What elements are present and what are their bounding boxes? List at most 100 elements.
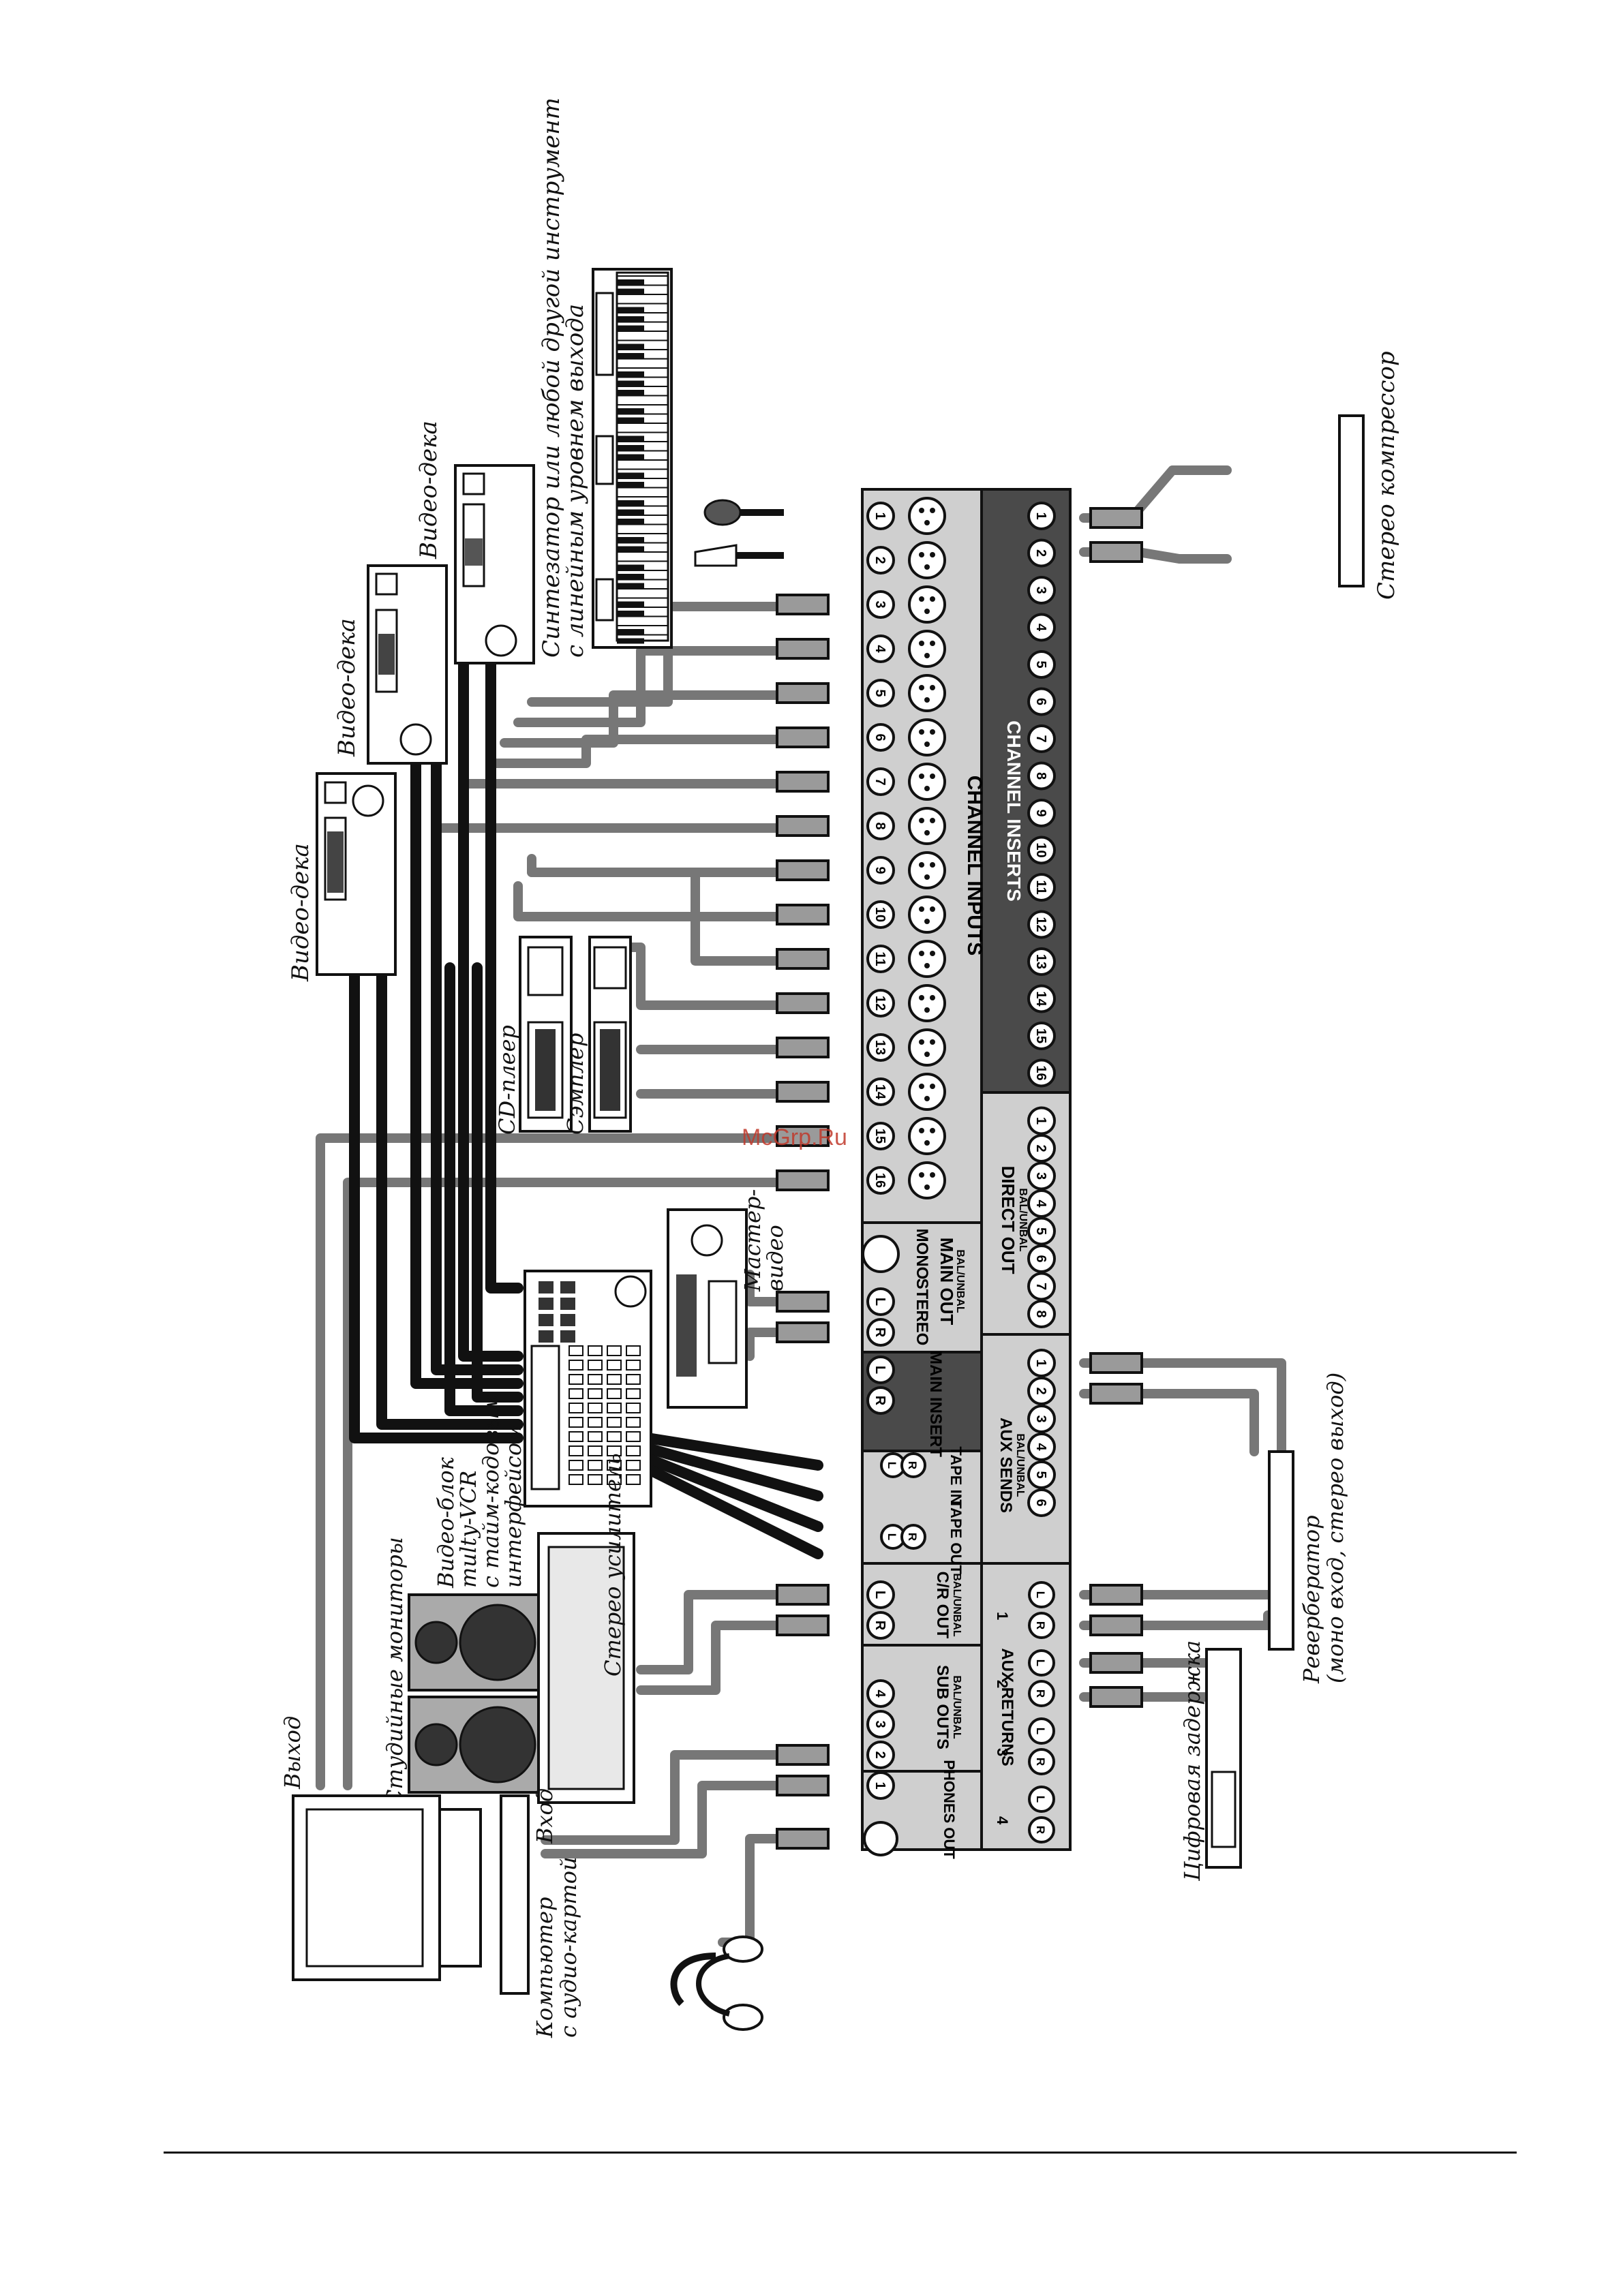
- master-video-label-1: Мастер-: [740, 1189, 765, 1292]
- video-deck-2: [367, 564, 448, 765]
- bottom-rule: [164, 2152, 1517, 2154]
- cr-out-r: R: [866, 1611, 895, 1640]
- plug-out-6: [776, 1828, 830, 1850]
- video-block-label-2: multy-VCR: [455, 1471, 481, 1588]
- label-main-out: MAIN OUT: [937, 1238, 957, 1326]
- channel-input-number-12: 12: [866, 989, 895, 1017]
- reverb-label-1: Ревербератор: [1299, 1515, 1324, 1684]
- svg-text:2: 2: [1033, 1387, 1048, 1394]
- svg-text:L: L: [1034, 1659, 1047, 1666]
- plug-ch-9: [776, 859, 830, 881]
- watermark: McGrp.Ru: [742, 1124, 847, 1150]
- svg-text:L: L: [1034, 1728, 1047, 1734]
- channel-insert-1: 1: [1027, 502, 1056, 530]
- sub-out-3: 3: [866, 1710, 895, 1739]
- label-sub-outs: SUB OUTS: [933, 1665, 952, 1749]
- stereo-amplifier: [537, 1532, 635, 1804]
- svg-text:L: L: [1034, 1796, 1047, 1803]
- plug-ch-7: [776, 771, 830, 793]
- svg-text:3: 3: [1033, 1415, 1048, 1422]
- cables: [316, 465, 1286, 1947]
- channel-input-number-1: 1: [866, 502, 895, 530]
- cd-player-label: CD-плеер: [494, 1025, 520, 1135]
- label-direct-out-sub: BAL/UNBAL: [1017, 1188, 1029, 1252]
- svg-text:13: 13: [873, 1040, 888, 1055]
- channel-insert-8: 8: [1027, 761, 1056, 791]
- svg-text:5: 5: [1033, 660, 1048, 668]
- label-stereo: STEREO: [913, 1279, 931, 1346]
- channel-input-xlr-16: [908, 1161, 946, 1199]
- digital-delay: [1205, 1648, 1242, 1869]
- plug-ch-10: [776, 904, 830, 925]
- computer-output-label: Выход: [279, 1716, 305, 1790]
- direct-out-6: 6: [1027, 1244, 1056, 1273]
- channel-insert-7: 7: [1027, 724, 1056, 753]
- channel-insert-14: 14: [1027, 984, 1056, 1013]
- svg-text:10: 10: [1033, 842, 1048, 857]
- svg-text:R: R: [1034, 1689, 1047, 1698]
- svg-text:R: R: [1034, 1621, 1047, 1629]
- channel-input-xlr-11: [908, 940, 946, 978]
- aux-return-1-l: L: [1028, 1581, 1055, 1608]
- video-deck-label-3: Видео-дека: [287, 843, 314, 982]
- svg-text:4: 4: [873, 1689, 888, 1698]
- channel-input-xlr-9: [908, 851, 946, 889]
- svg-text:8: 8: [1033, 772, 1048, 780]
- label-main-insert: MAIN INSERT: [926, 1351, 945, 1457]
- aux-send-1: 1: [1027, 1349, 1056, 1377]
- channel-input-xlr-12: [908, 984, 946, 1022]
- label-main-out-sub: BAL/UNBAL: [954, 1249, 966, 1313]
- tape-in-r: R: [900, 1452, 926, 1478]
- svg-text:1: 1: [1033, 512, 1048, 519]
- channel-input-xlr-1: [908, 497, 946, 535]
- label-cr-out-sub: BAL/UNBAL: [951, 1573, 962, 1637]
- channel-input-number-9: 9: [866, 856, 895, 885]
- cd-player: [519, 936, 573, 1133]
- svg-text:R: R: [1034, 1758, 1047, 1766]
- channel-inserts-panel: [980, 488, 1072, 1094]
- synth-label-line2: с линейным уровнем выхода: [562, 304, 589, 658]
- stereo-amp-label: Стерео усилитель: [600, 1453, 626, 1677]
- plug-ch-5: [776, 682, 830, 704]
- plug-ch-13: [776, 1037, 830, 1058]
- channel-insert-5: 5: [1027, 650, 1056, 679]
- aux-return-2-l: L: [1028, 1649, 1055, 1677]
- svg-text:2: 2: [1033, 1144, 1048, 1152]
- svg-text:2: 2: [873, 1751, 888, 1758]
- plug-out-5: [776, 1775, 830, 1796]
- aux-return-2-r: R: [1028, 1680, 1055, 1707]
- svg-text:3: 3: [1033, 1172, 1048, 1180]
- svg-text:L: L: [873, 1298, 888, 1306]
- plug-ch-4: [776, 638, 830, 660]
- channel-insert-6: 6: [1027, 687, 1056, 716]
- svg-text:L: L: [885, 1462, 898, 1469]
- video-deck-label-2: Видео-дека: [333, 618, 361, 757]
- channel-input-number-7: 7: [866, 767, 895, 796]
- channel-input-number-4: 4: [866, 634, 895, 663]
- svg-text:6: 6: [1033, 1499, 1048, 1506]
- svg-text:11: 11: [1033, 880, 1048, 894]
- sampler-label: Сэмплер: [562, 1033, 588, 1135]
- svg-text:1: 1: [1033, 1359, 1048, 1366]
- aux-send-6: 6: [1027, 1488, 1056, 1517]
- svg-text:3: 3: [1033, 586, 1048, 594]
- aux-return-number-3: 3: [994, 1748, 1011, 1756]
- svg-text:1: 1: [873, 1781, 888, 1789]
- channel-input-number-13: 13: [866, 1033, 895, 1062]
- direct-out-7: 7: [1027, 1272, 1056, 1301]
- direct-out-4: 4: [1027, 1189, 1056, 1218]
- svg-text:4: 4: [873, 645, 888, 653]
- channel-insert-11: 11: [1027, 873, 1056, 902]
- aux-send-3: 3: [1027, 1405, 1056, 1433]
- svg-text:R: R: [906, 1461, 919, 1469]
- video-deck-3: [316, 772, 397, 976]
- master-video: [667, 1208, 748, 1409]
- video-block-label-4: интерфейсом: [500, 1424, 526, 1588]
- channel-insert-2: 2: [1027, 538, 1056, 568]
- svg-text:L: L: [873, 1591, 888, 1599]
- svg-text:5: 5: [1033, 1227, 1048, 1235]
- plug-right-0: [1089, 1352, 1143, 1374]
- reverb: [1268, 1450, 1294, 1651]
